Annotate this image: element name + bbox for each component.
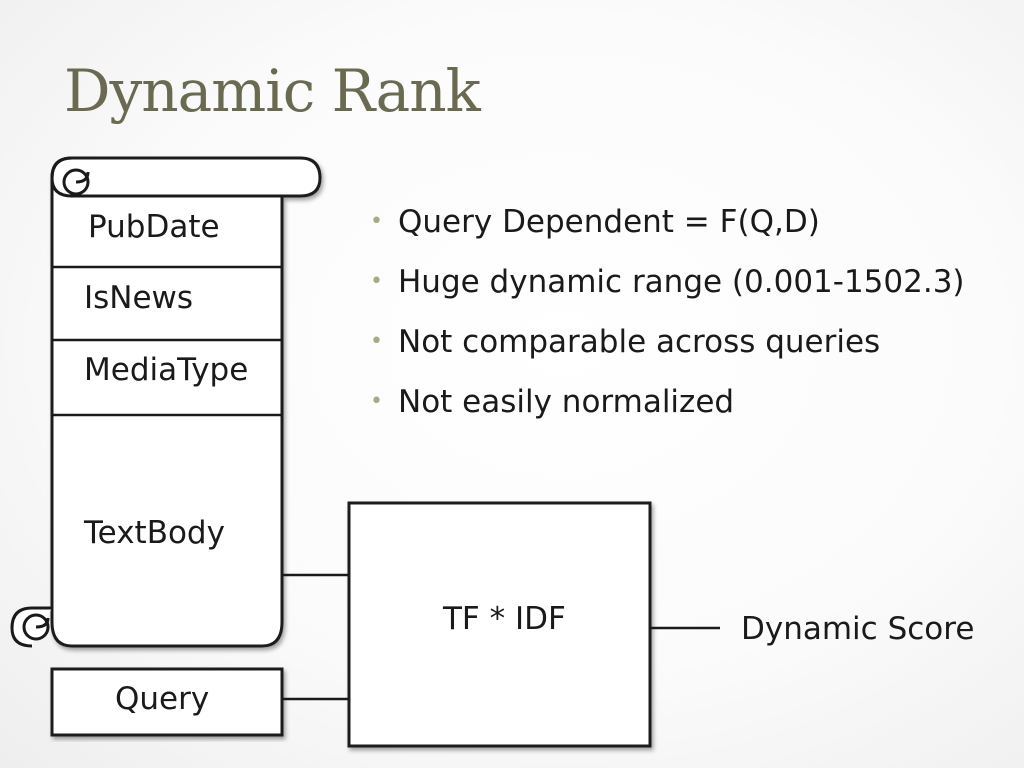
bullet-item: • Not easily normalized [370, 374, 965, 434]
scroll-bottom-curl [10, 606, 52, 648]
output-label: Dynamic Score [741, 611, 975, 647]
bullet-text: Not comparable across queries [398, 324, 881, 360]
bullet-text: Not easily normalized [398, 384, 735, 420]
bullet-dot-icon: • [370, 329, 383, 354]
bullet-dot-icon: • [370, 389, 383, 414]
scroll-top-curl [50, 156, 282, 198]
bullet-dot-icon: • [370, 269, 383, 294]
bullet-item: • Query Dependent = F(Q,D) [370, 194, 965, 254]
bullet-text: Query Dependent = F(Q,D) [398, 204, 820, 240]
function-box-shape [347, 501, 652, 748]
function-box-label: TF * IDF [443, 601, 566, 637]
bullet-list: • Query Dependent = F(Q,D) • Huge dynami… [370, 194, 965, 434]
bullet-item: • Not comparable across queries [370, 314, 965, 374]
bullet-dot-icon: • [370, 209, 383, 234]
bullet-text: Huge dynamic range (0.001-1502.3) [398, 264, 965, 300]
slide-title: Dynamic Rank [64, 57, 481, 125]
query-box-shape [50, 667, 284, 737]
field-label-mediatype: MediaType [84, 352, 249, 388]
query-box-label: Query [115, 681, 210, 717]
field-label-textbody: TextBody [84, 515, 225, 551]
field-label-isnews: IsNews [84, 280, 194, 316]
bullet-item: • Huge dynamic range (0.001-1502.3) [370, 254, 965, 314]
field-label-pubdate: PubDate [88, 209, 220, 245]
